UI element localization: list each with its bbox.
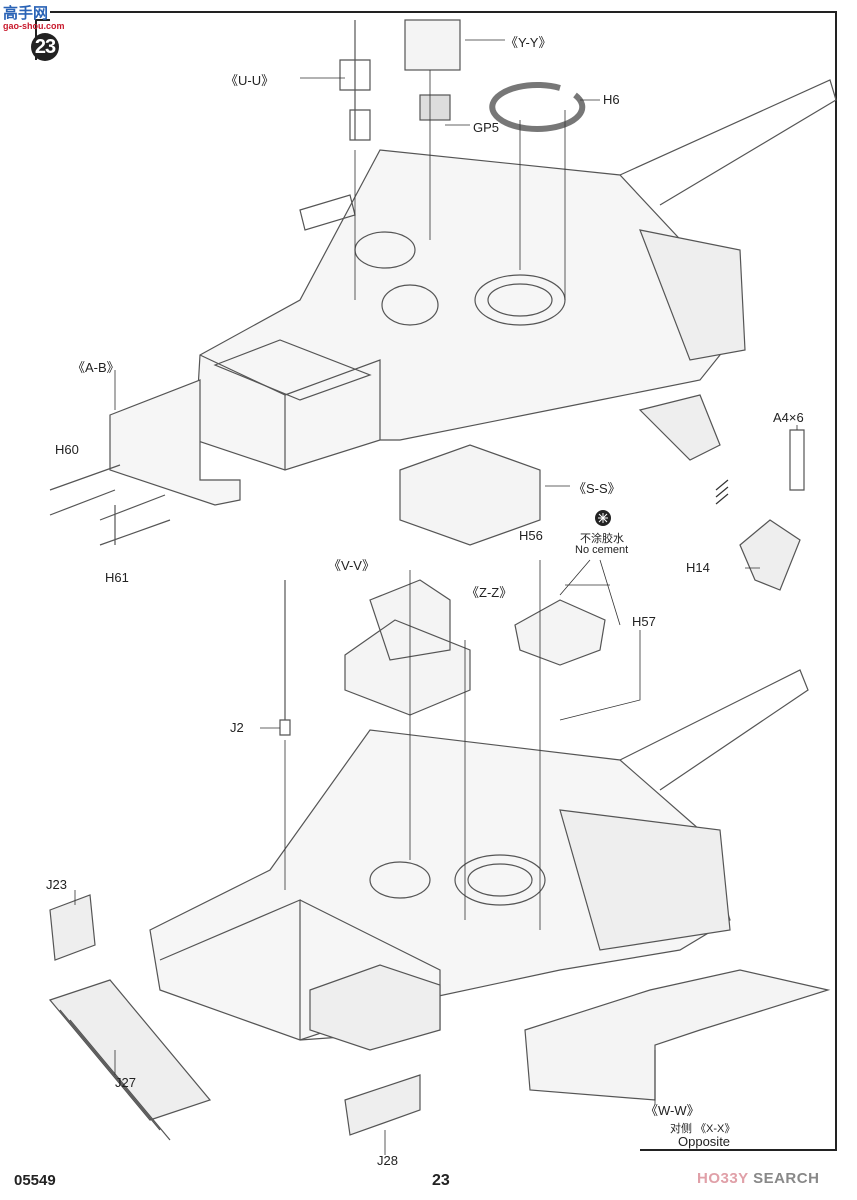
label-vv: 《V-V》: [328, 558, 375, 573]
opposite-note-cn: 对侧 《X-X》: [670, 1123, 736, 1135]
hobby-search-watermark: HO33Y SEARCH: [697, 1170, 820, 1187]
label-h14: H14: [686, 560, 710, 575]
label-a4: A4×6: [773, 410, 804, 425]
part-ww: [524, 969, 831, 1101]
part-ss: [399, 444, 541, 546]
label-uu: 《U-U》: [225, 73, 275, 88]
label-j2: J2: [230, 720, 244, 735]
label-gp5: GP5: [473, 120, 500, 135]
part-ab: [109, 379, 241, 506]
part-h6: [489, 81, 586, 132]
label-ww: 《W-W》: [645, 1103, 700, 1118]
part-j23: [49, 894, 96, 961]
direction-arrows: [715, 479, 729, 505]
label-yy: 《Y-Y》: [505, 35, 552, 50]
label-j28: J28: [377, 1153, 398, 1168]
label-j23: J23: [46, 877, 67, 892]
part-j27: [48, 979, 212, 1141]
part-uu: [339, 20, 371, 141]
no-cement-cn: 不涂胶水: [580, 533, 624, 545]
label-ss: 《S-S》: [573, 481, 621, 496]
part-yy: [404, 19, 461, 71]
label-ab: 《A-B》: [72, 360, 120, 375]
label-h56: H56: [519, 528, 543, 543]
label-h60: H60: [55, 442, 79, 457]
label-h57: H57: [632, 614, 656, 629]
kit-code: 05549: [14, 1172, 56, 1189]
label-j27: J27: [115, 1075, 136, 1090]
part-exhaust: [638, 394, 721, 461]
part-vv: [344, 579, 471, 716]
opposite-note-en: Opposite: [678, 1134, 731, 1149]
part-a4: [789, 429, 805, 491]
step-number-badge: 23: [31, 33, 59, 61]
part-h14: [739, 519, 801, 591]
no-cement-en: No cement: [575, 544, 629, 556]
page-number: 23: [432, 1172, 450, 1189]
part-gp5: [419, 94, 451, 121]
lower-turret: [149, 669, 809, 1051]
part-zz: [514, 599, 606, 666]
label-zz: 《Z-Z》: [466, 585, 513, 600]
part-j28: [344, 1074, 421, 1136]
label-h61: H61: [105, 570, 129, 585]
label-h6: H6: [603, 92, 620, 107]
part-h60-h61: [49, 464, 171, 546]
upper-turret: [194, 79, 837, 471]
part-j2: [279, 580, 291, 736]
